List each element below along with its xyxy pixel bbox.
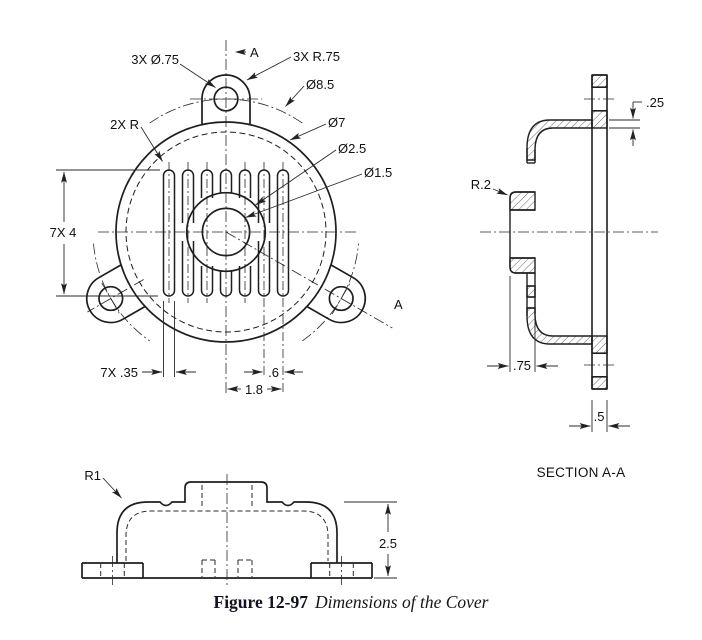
leader-hole-dia xyxy=(245,173,363,218)
cutting-plane-diagonal xyxy=(225,231,393,329)
dim-pitch-span: 1.8 xyxy=(245,382,263,397)
label-bolt-circle: Ø8.5 xyxy=(306,77,334,92)
label-ear-radius: 3X R.75 xyxy=(293,49,340,64)
label-slot-radius: 2X R xyxy=(110,117,139,132)
bottom-view: R1 2.5 xyxy=(81,468,397,586)
leader-corner-radius xyxy=(102,477,122,499)
label-hole-dia: Ø1.5 xyxy=(364,165,392,180)
hidden-lines xyxy=(100,485,354,578)
outer-circle xyxy=(115,121,337,343)
slot-centerlines xyxy=(168,162,284,394)
label-cutting-plane-top: A xyxy=(250,45,259,60)
bottom-centerlines xyxy=(112,474,342,586)
leader-outer-dia xyxy=(289,123,327,141)
boss-outline xyxy=(509,191,535,274)
label-corner-radius: R1 xyxy=(84,468,101,483)
label-holes: 3X Ø.75 xyxy=(131,52,179,67)
leader-ear-radius xyxy=(246,56,292,81)
section-centerlines xyxy=(480,98,658,366)
leader-holes xyxy=(179,63,216,88)
front-dimensions xyxy=(56,49,363,392)
dim-flange-thickness: .5 xyxy=(594,409,605,424)
body-outline xyxy=(116,481,338,563)
leader-boss-dia xyxy=(255,149,337,206)
figure-title: Dimensions of the Cover xyxy=(314,592,489,612)
section-dimensions xyxy=(487,101,642,432)
section-title: SECTION A-A xyxy=(537,465,626,480)
label-fillet-radius: R.2 xyxy=(471,177,491,192)
leader-bolt-circle xyxy=(285,85,305,107)
centerlines xyxy=(87,40,393,396)
section-hatching xyxy=(509,74,608,390)
hidden-inner-circle xyxy=(125,131,327,333)
dim-wall-thickness: .25 xyxy=(646,95,664,110)
mounting-ears xyxy=(85,74,367,324)
dim-height: 2.5 xyxy=(379,536,397,551)
figure-caption: Figure 12-97 Dimensions of the Cover xyxy=(0,592,702,613)
boss-circle xyxy=(185,191,267,273)
bottom-dimensions xyxy=(102,477,397,579)
dim-slot-length: 7X 4 xyxy=(50,225,77,240)
center-hole-circle xyxy=(201,207,251,257)
label-boss-dia: Ø2.5 xyxy=(338,141,366,156)
front-view: 3X Ø.75 A 3X R.75 Ø8.5 Ø7 Ø2.5 Ø1.5 2X R… xyxy=(50,40,403,397)
dim-slot-width: 7X .35 xyxy=(100,365,138,380)
figure-label: Figure 12-97 xyxy=(213,592,308,612)
dim-slot-pitch: .6 xyxy=(268,365,279,380)
flange-outline xyxy=(591,74,608,390)
label-outer-dia: Ø7 xyxy=(328,115,345,130)
leader-fillet xyxy=(492,188,508,196)
wall-outline xyxy=(509,148,536,316)
leader-slot-radius xyxy=(140,126,163,162)
section-view: .25 R.2 .75 .5 SECTION A-A xyxy=(471,74,664,480)
dim-boss-depth: .75 xyxy=(513,358,531,373)
label-cutting-plane-bottom: A xyxy=(394,297,403,312)
bolt-circle-arc xyxy=(149,98,303,124)
